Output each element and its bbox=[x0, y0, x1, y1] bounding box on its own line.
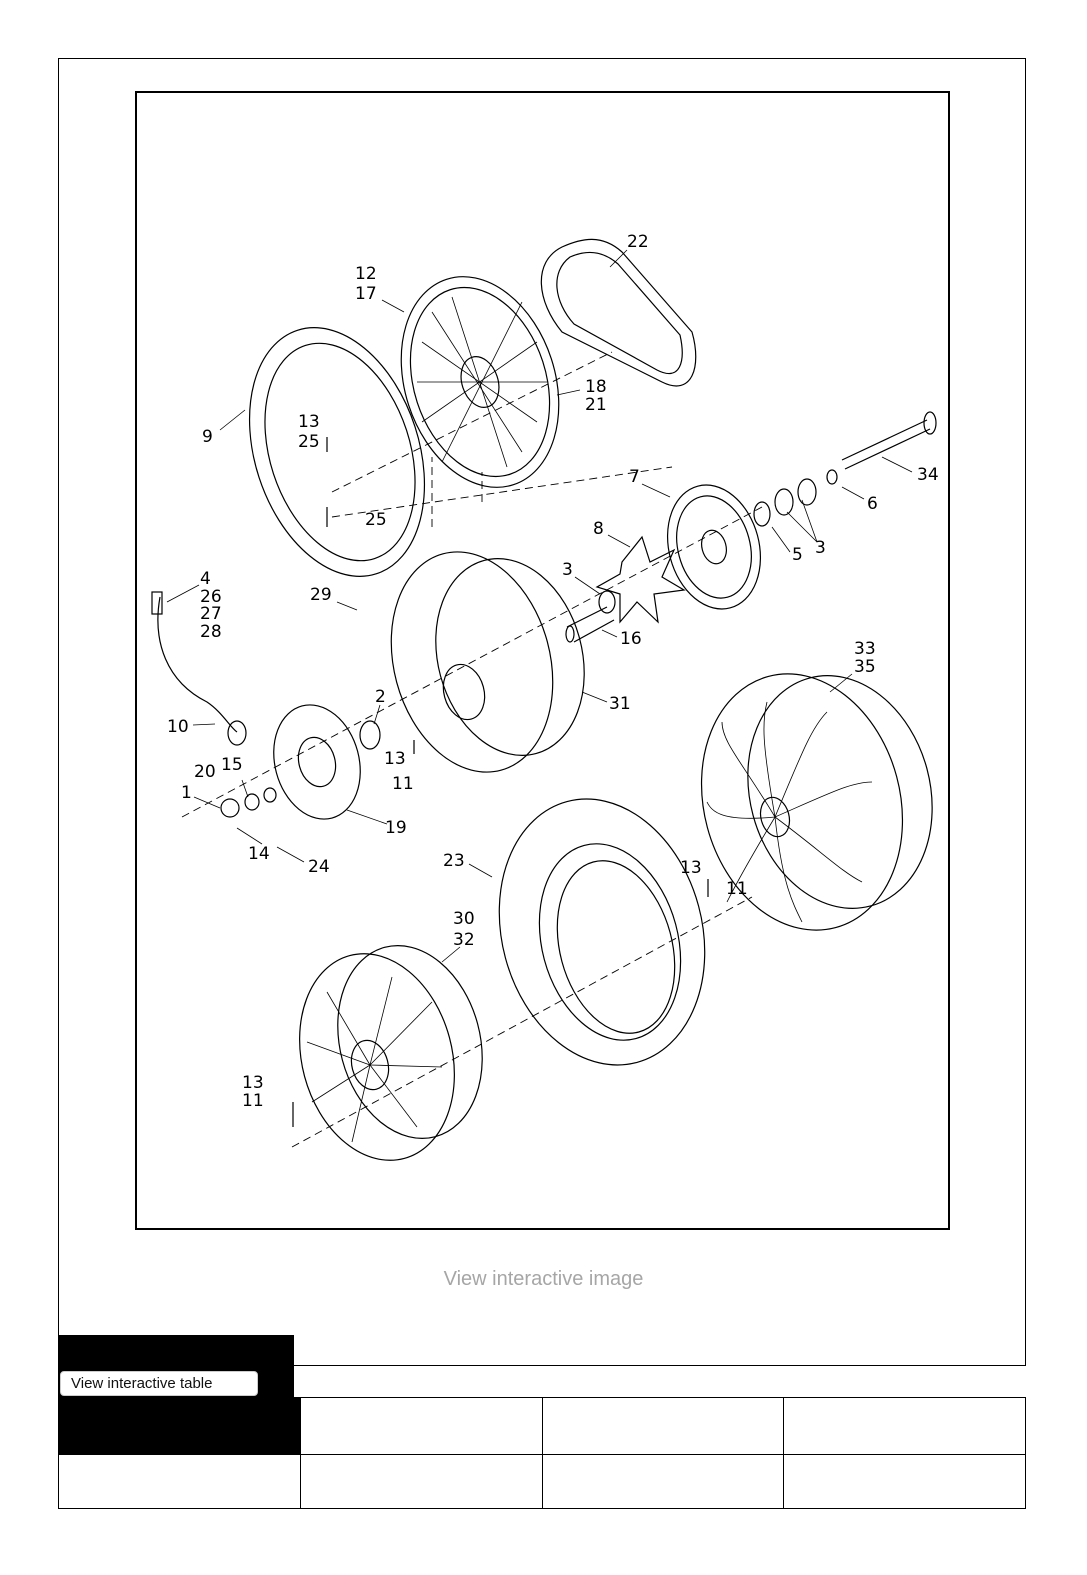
table-row bbox=[58, 1454, 1026, 1509]
callout-label: 35 bbox=[854, 657, 876, 677]
view-interactive-table-button[interactable]: View interactive table bbox=[60, 1371, 258, 1396]
callout-label: 17 bbox=[355, 284, 377, 304]
diagram-drawing: 22 12 17 18 21 9 13 25 25 7 34 6 8 5 3 3… bbox=[151, 232, 939, 1161]
table-cell bbox=[783, 1397, 1026, 1455]
inner-tube-part bbox=[248, 327, 426, 577]
callout-label: 1 bbox=[181, 783, 192, 803]
callout-label: 11 bbox=[392, 774, 414, 794]
table-cell bbox=[58, 1454, 301, 1509]
table-cell bbox=[541, 1454, 785, 1509]
callout-label: 21 bbox=[585, 395, 607, 415]
callout-label: 14 bbox=[248, 844, 270, 864]
callout-label: 4 bbox=[200, 569, 211, 589]
callout-label: 33 bbox=[854, 639, 876, 659]
callout-label: 23 bbox=[443, 851, 465, 871]
callout-label: 15 bbox=[221, 755, 243, 775]
callout-label: 29 bbox=[310, 585, 332, 605]
callout-label: 30 bbox=[453, 909, 475, 929]
callout-label: 10 bbox=[167, 717, 189, 737]
callout-label: 25 bbox=[365, 510, 387, 530]
callout-label: 12 bbox=[355, 264, 377, 284]
callout-label: 2 bbox=[375, 687, 386, 707]
callout-label: 11 bbox=[726, 879, 748, 899]
callout-label: 7 bbox=[629, 467, 640, 487]
callout-label: 27 bbox=[200, 604, 222, 624]
callout-label: 13 bbox=[242, 1073, 264, 1093]
table-cell bbox=[299, 1397, 543, 1455]
callout-labels: 22 12 17 18 21 9 13 25 25 7 34 6 8 5 3 3… bbox=[167, 232, 939, 1111]
callout-label: 5 bbox=[792, 545, 803, 565]
table-cell bbox=[299, 1454, 543, 1509]
tire-part bbox=[498, 798, 706, 1066]
belt-part bbox=[540, 238, 697, 387]
callout-label: 31 bbox=[609, 694, 631, 714]
callout-label: 18 bbox=[585, 377, 607, 397]
table-cell bbox=[783, 1454, 1026, 1509]
callout-label: 24 bbox=[308, 857, 330, 877]
turbine-wheel-part bbox=[700, 673, 904, 931]
cast-wheel-part bbox=[390, 551, 554, 773]
view-interactive-image-link[interactable]: View interactive image bbox=[443, 1268, 644, 1290]
brake-rotor-part bbox=[273, 704, 361, 820]
callout-label: 3 bbox=[815, 538, 826, 558]
lower-cast-wheel-part bbox=[299, 953, 455, 1161]
callout-label: 6 bbox=[867, 494, 878, 514]
callout-label: 26 bbox=[200, 587, 222, 607]
callout-label: 9 bbox=[202, 427, 213, 447]
callout-label: 28 bbox=[200, 622, 222, 642]
callout-label: 13 bbox=[384, 749, 406, 769]
exploded-parts-diagram[interactable]: 22 12 17 18 21 9 13 25 25 7 34 6 8 5 3 3… bbox=[135, 91, 950, 1230]
callout-label: 3 bbox=[562, 560, 573, 580]
callout-label: 32 bbox=[453, 930, 475, 950]
callout-label: 11 bbox=[242, 1091, 264, 1111]
table-cell bbox=[541, 1397, 785, 1455]
spoked-wheel-part bbox=[400, 276, 560, 488]
callout-label: 20 bbox=[194, 762, 216, 782]
callout-label: 13 bbox=[298, 412, 320, 432]
callout-label: 34 bbox=[917, 465, 939, 485]
callout-label: 25 bbox=[298, 432, 320, 452]
callout-label: 19 bbox=[385, 818, 407, 838]
callout-label: 22 bbox=[627, 232, 649, 252]
page-frame bbox=[58, 58, 1026, 1366]
callout-label: 16 bbox=[620, 629, 642, 649]
callout-label: 13 bbox=[680, 858, 702, 878]
callout-label: 8 bbox=[593, 519, 604, 539]
